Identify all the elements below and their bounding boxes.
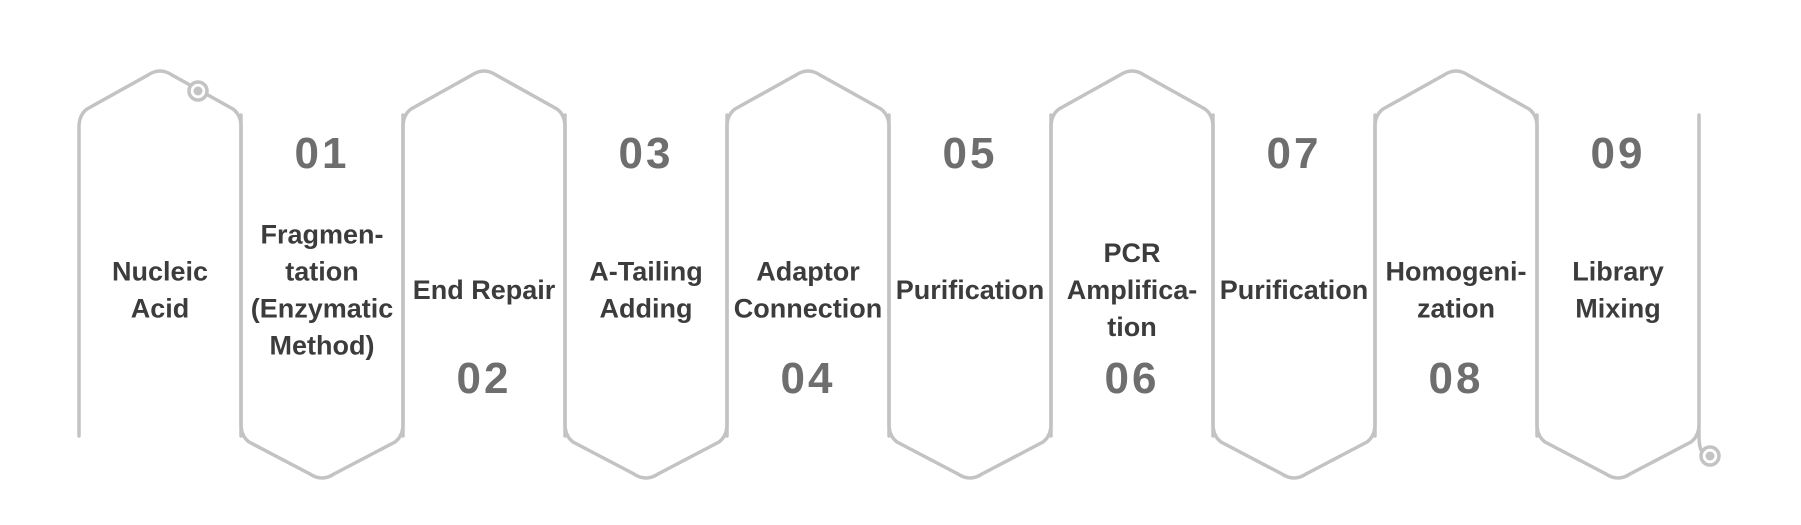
step-label-line: Method): [270, 331, 375, 361]
step-label-line: Acid: [131, 294, 190, 324]
step-number-09: 09: [1591, 129, 1646, 178]
step-label-line: Nucleic: [112, 257, 208, 287]
step-number-01: 01: [295, 129, 350, 178]
step-label-line: Homogeni-: [1386, 257, 1527, 287]
step-number-06: 06: [1105, 354, 1160, 403]
step-label-7: PCR Amplifica-tion: [1067, 238, 1198, 342]
step-label-line: Connection: [734, 294, 883, 324]
step-number-02: 02: [457, 354, 512, 403]
step-label-9: Homogeni-zation: [1386, 257, 1527, 324]
connector-path-layer: [77, 69, 1711, 480]
step-label-line: Fragmen-: [260, 220, 383, 250]
step-number-03: 03: [619, 129, 674, 178]
step-label-8: Purification: [1220, 275, 1369, 305]
step-label-line: A-Tailing: [589, 257, 702, 287]
step-label-line: tation: [285, 257, 359, 287]
step-label-line: Adding: [600, 294, 693, 324]
step-number-08: 08: [1429, 354, 1484, 403]
end-dot-core: [1705, 451, 1715, 461]
step-outline-1: [77, 69, 243, 438]
step-label-line: PCR: [1103, 238, 1160, 268]
start-dot-core: [193, 86, 203, 96]
step-label-line: Amplifica-: [1067, 275, 1198, 305]
step-label-line: Purification: [1220, 275, 1369, 305]
step-label-3: End Repair: [413, 275, 556, 305]
step-number-04: 04: [781, 354, 836, 403]
step-label-line: Library: [1572, 257, 1664, 287]
step-label-line: tion: [1107, 312, 1156, 342]
step-label-6: Purification: [896, 275, 1045, 305]
step-label-line: End Repair: [413, 275, 556, 305]
step-number-05: 05: [943, 129, 998, 178]
step-number-07: 07: [1267, 129, 1322, 178]
step-label-line: zation: [1417, 294, 1495, 324]
step-label-line: Purification: [896, 275, 1045, 305]
step-label-line: Adaptor: [756, 257, 860, 287]
endpoint-dot-layer: [187, 80, 1721, 467]
step-label-line: (Enzymatic: [251, 294, 394, 324]
step-label-line: Mixing: [1575, 294, 1661, 324]
